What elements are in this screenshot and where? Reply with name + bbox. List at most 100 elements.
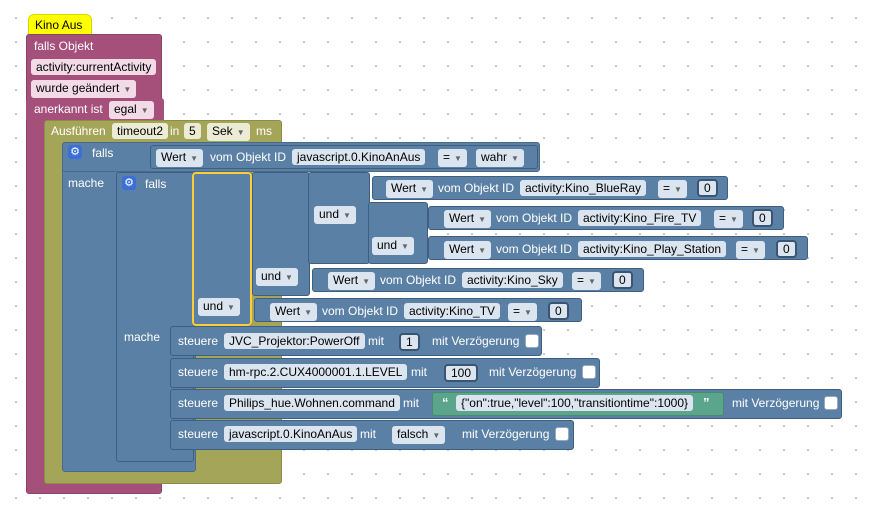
wert-label: Wert <box>161 150 187 164</box>
chevron-down-icon: ▼ <box>285 273 293 282</box>
comment-text: Kino Aus <box>35 18 83 32</box>
und-label: und <box>319 207 340 221</box>
condition-object-id[interactable]: activity:Kino_Play_Station <box>578 241 727 257</box>
timeout-name[interactable]: timeout2 <box>112 123 169 139</box>
delay-checkbox[interactable] <box>824 396 838 410</box>
wert-dropdown[interactable]: Wert▼ <box>386 180 434 198</box>
chevron-down-icon: ▼ <box>432 431 441 440</box>
outer-value-label: wahr <box>481 150 508 164</box>
eq-dropdown[interactable]: =▼ <box>572 272 601 290</box>
delay-checkbox[interactable] <box>582 365 596 379</box>
mit-verz-label: mit Verzögerung <box>489 365 577 379</box>
action-value-dropdown[interactable]: falsch▼ <box>392 426 446 444</box>
open-quote-icon: “ <box>442 395 449 410</box>
vom-objekt-label: vom Objekt ID <box>380 273 457 287</box>
condition-object-id[interactable]: activity:Kino_Sky <box>462 272 563 288</box>
action-value: falsch <box>397 427 429 441</box>
wert-label: Wert <box>333 273 359 287</box>
wert-label: Wert <box>449 211 475 225</box>
trigger-ack-label: anerkannt ist <box>34 102 103 116</box>
outer-vom-objekt: vom Objekt ID <box>210 150 287 164</box>
action-value[interactable]: 1 <box>399 333 420 351</box>
und-dropdown-1[interactable]: und▼ <box>372 237 414 255</box>
selected-und-block <box>192 172 252 326</box>
outer-object-id[interactable]: javascript.0.KinoAnAus <box>292 149 426 165</box>
action-value[interactable]: {"on":true,"level":100,"transitiontime":… <box>456 395 694 411</box>
und-label: und <box>377 238 398 252</box>
outer-wert-dropdown[interactable]: Wert▼ <box>156 149 204 167</box>
gear-icon[interactable]: ⚙ <box>122 176 136 190</box>
chevron-down-icon: ▼ <box>674 185 682 194</box>
eq-dropdown[interactable]: =▼ <box>736 241 765 259</box>
und-label: und <box>261 269 282 283</box>
gear-icon[interactable]: ⚙ <box>68 145 82 159</box>
wert-label: Wert <box>449 242 475 256</box>
eq-label: = <box>663 181 671 195</box>
wert-dropdown[interactable]: Wert▼ <box>444 210 492 228</box>
und-dropdown-2[interactable]: und▼ <box>314 206 356 224</box>
timeout-value[interactable]: 5 <box>184 123 201 139</box>
delay-checkbox[interactable] <box>555 427 569 441</box>
delay-checkbox[interactable] <box>525 334 539 348</box>
vom-objekt-label: vom Objekt ID <box>496 211 573 225</box>
action-value[interactable]: 100 <box>444 364 479 382</box>
eq-label: = <box>719 211 727 225</box>
steuere-label: steuere <box>178 396 219 410</box>
action-target[interactable]: hm-rpc.2.CUX4000001.1.LEVEL <box>224 364 408 380</box>
timeout-run-label: Ausführen <box>51 124 106 138</box>
condition-value[interactable]: 0 <box>548 302 569 320</box>
outer-falls-label: falls <box>92 146 114 160</box>
action-target[interactable]: javascript.0.KinoAnAus <box>224 426 358 442</box>
und-dropdown-4[interactable]: und▼ <box>198 298 240 316</box>
condition-value[interactable]: 0 <box>752 209 773 227</box>
chevron-down-icon: ▼ <box>362 277 371 286</box>
eq-dropdown[interactable]: =▼ <box>508 303 537 321</box>
und-dropdown-3[interactable]: und▼ <box>256 268 298 286</box>
chevron-down-icon: ▼ <box>304 308 313 317</box>
eq-dropdown[interactable]: =▼ <box>658 180 687 198</box>
steuere-label: steuere <box>178 365 219 379</box>
outer-mache-label: mache <box>68 176 105 190</box>
inner-mache-label: mache <box>124 330 161 344</box>
trigger-change-dropdown[interactable]: wurde geändert▼ <box>31 80 137 98</box>
mit-verz-label: mit Verzögerung <box>462 427 550 441</box>
close-quote-icon: ” <box>703 395 710 410</box>
chevron-down-icon: ▼ <box>140 106 149 115</box>
chevron-down-icon: ▼ <box>236 128 245 137</box>
eq-dropdown[interactable]: =▼ <box>714 210 743 228</box>
chevron-down-icon: ▼ <box>511 154 519 163</box>
action-target[interactable]: Philips_hue.Wohnen.command <box>224 395 400 411</box>
mit-label: mit <box>411 365 427 379</box>
condition-object-id[interactable]: activity:Kino_TV <box>404 303 501 319</box>
chevron-down-icon: ▼ <box>524 308 532 317</box>
timeout-unit-dropdown[interactable]: Sek▼ <box>207 123 250 141</box>
outer-eq-dropdown[interactable]: =▼ <box>438 149 467 167</box>
wert-dropdown[interactable]: Wert▼ <box>328 272 376 290</box>
chevron-down-icon: ▼ <box>478 215 487 224</box>
condition-value[interactable]: 0 <box>612 271 633 289</box>
eq-label: = <box>741 242 749 256</box>
action-target[interactable]: JVC_Projektor:PowerOff <box>224 333 365 349</box>
chevron-down-icon: ▼ <box>420 185 429 194</box>
trigger-ack-dropdown[interactable]: egal▼ <box>109 101 154 119</box>
mit-label: mit <box>368 334 384 348</box>
wert-dropdown[interactable]: Wert▼ <box>444 241 492 259</box>
condition-object-id[interactable]: activity:Kino_BlueRay <box>520 180 647 196</box>
mit-verz-label: mit Verzögerung <box>732 396 820 410</box>
trigger-object-id[interactable]: activity:currentActivity <box>31 59 157 75</box>
condition-value[interactable]: 0 <box>697 179 718 197</box>
mit-label: mit <box>403 396 419 410</box>
timeout-unit-label: Sek <box>212 124 233 138</box>
und-label: und <box>203 299 224 313</box>
outer-value-dropdown[interactable]: wahr▼ <box>476 149 524 167</box>
wert-dropdown[interactable]: Wert▼ <box>270 303 318 321</box>
wert-label: Wert <box>391 181 417 195</box>
comment-block[interactable]: Kino Aus <box>28 14 92 36</box>
chevron-down-icon: ▼ <box>123 85 132 94</box>
trigger-change-label: wurde geändert <box>36 81 120 95</box>
chevron-down-icon: ▼ <box>401 242 409 251</box>
condition-object-id[interactable]: activity:Kino_Fire_TV <box>578 210 702 226</box>
chevron-down-icon: ▼ <box>752 246 760 255</box>
vom-objekt-label: vom Objekt ID <box>496 242 573 256</box>
condition-value[interactable]: 0 <box>776 240 797 258</box>
